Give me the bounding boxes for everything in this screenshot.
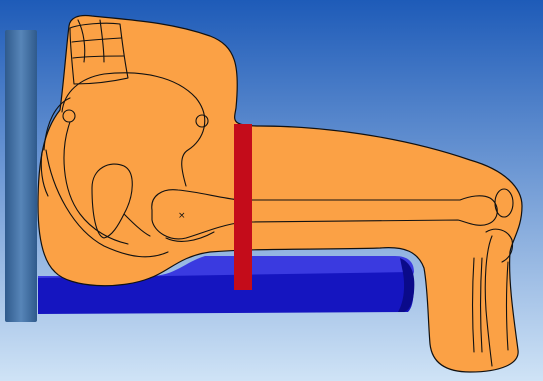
pressure-bar [234,124,252,290]
backrest [5,30,37,322]
pressure-point-marker: × [178,211,186,221]
